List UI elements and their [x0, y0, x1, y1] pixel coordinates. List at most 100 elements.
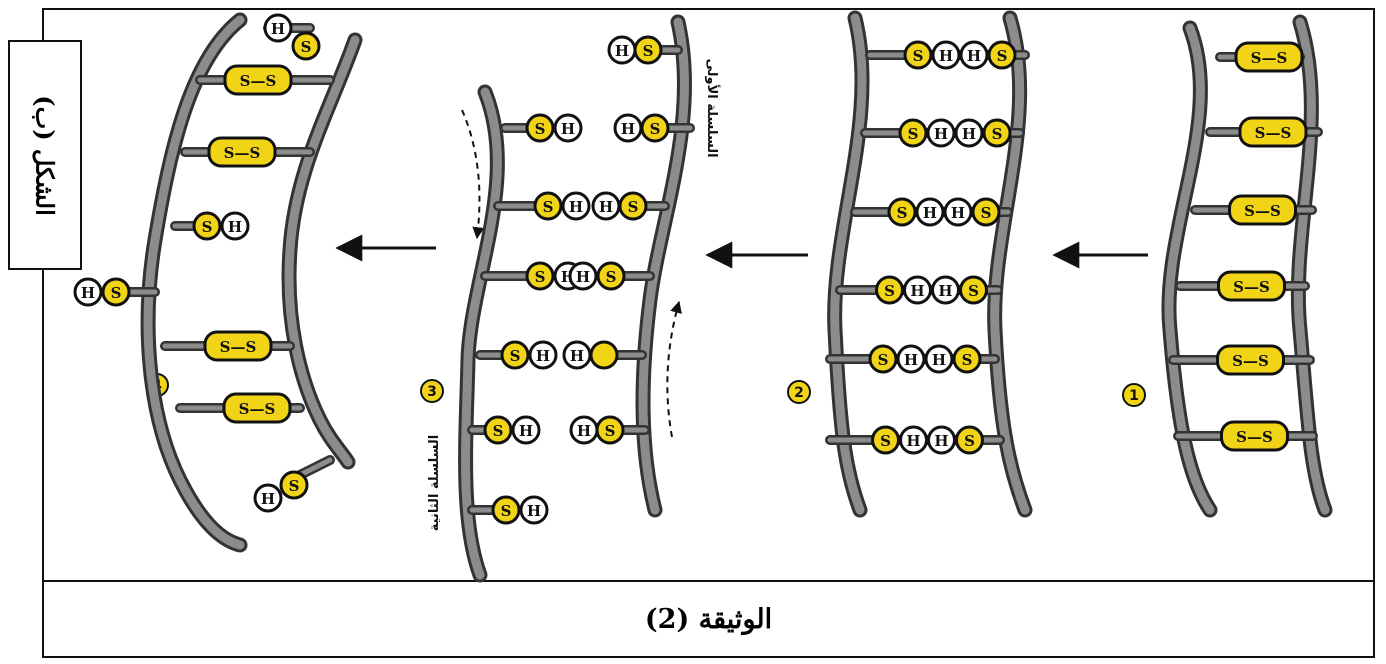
- hydrogen-atom: [924, 344, 954, 374]
- sulfur-atom: [887, 197, 917, 227]
- disulfide-bond: [1217, 270, 1286, 302]
- hydrogen-atom-label: H: [228, 218, 242, 236]
- hydrogen-atom: [931, 40, 961, 70]
- stage-4-left-backbone: [140, 12, 248, 553]
- sulfur-atom-label: S: [606, 268, 617, 286]
- sulfur-atom: [491, 495, 521, 525]
- hydrogen-atom-label: H: [938, 282, 952, 300]
- sulfur-atom: [871, 425, 900, 455]
- figure-label-box: الشكل (ب): [8, 40, 82, 270]
- sulfur-atom: [971, 197, 1001, 227]
- sulfur-atom: [596, 261, 626, 291]
- sulfur-atom-label: S: [992, 125, 1003, 143]
- hydrogen-atom: [915, 197, 945, 227]
- stage-2-left-backbone-inner: [830, 13, 867, 515]
- sulfur-atom-label: S: [510, 347, 521, 365]
- sulfur-atom: [875, 275, 904, 305]
- disulfide-bond-label: S—S: [240, 72, 277, 90]
- sulfur-atom: [291, 31, 321, 61]
- hydrogen-atom-label: H: [951, 204, 965, 222]
- sulfur-atom-label: S: [650, 120, 661, 138]
- stage-3-left-backbone-inner: [461, 87, 502, 580]
- hydrogen-atom-label: H: [519, 422, 533, 440]
- hydrogen-atom-label: H: [934, 125, 948, 143]
- sulfur-atom-label: S: [501, 502, 512, 520]
- step-number-2: 2: [787, 380, 811, 404]
- sulfur-atom: [192, 211, 222, 241]
- stage-3-right-backbone: [635, 14, 692, 518]
- sulfur-atom-label: S: [913, 47, 924, 65]
- hydrogen-atom: [73, 277, 103, 307]
- hydrogen-atom-label: H: [932, 351, 946, 369]
- step-number-1-text: 1: [1129, 388, 1139, 404]
- hydrogen-atom: [926, 118, 956, 148]
- sulfur-atom-label: S: [643, 42, 654, 60]
- hydrogen-atom-label: H: [569, 198, 583, 216]
- disulfide-bond: [1238, 116, 1308, 148]
- stage-2-right-backbone-inner: [990, 13, 1030, 515]
- sulfur-atom-label: S: [968, 282, 979, 300]
- sulfur-atom-label: S: [605, 422, 616, 440]
- hydrogen-atom-label: H: [906, 432, 920, 450]
- hydrogen-atom: [553, 113, 583, 143]
- hydrogen-atom: [561, 191, 591, 221]
- hydrogen-atom: [931, 275, 960, 305]
- sulfur-atom: [595, 415, 625, 445]
- caption-divider: [42, 580, 1375, 582]
- hydrogen-atom: [959, 40, 989, 70]
- sulfur-atom: [618, 191, 648, 221]
- hydrogen-atom-label: H: [615, 42, 629, 60]
- hydrogen-atom-label: H: [939, 47, 953, 65]
- sulfur-atom-label: S: [543, 198, 554, 216]
- stage-4-sh-rung-bottom-inner: [297, 457, 333, 478]
- sulfur-atom-label: S: [897, 204, 908, 222]
- sulfur-atom: [898, 118, 928, 148]
- hydrogen-atom-label: H: [962, 125, 976, 143]
- stage-3-right-backbone-inner: [638, 17, 689, 515]
- disulfide-bond: [1228, 194, 1297, 226]
- disulfide-bond-label: S—S: [1251, 49, 1288, 67]
- hydrogen-atom-label: H: [934, 432, 948, 450]
- disulfide-bond: [1220, 420, 1289, 452]
- disulfide-bond: [1216, 344, 1285, 376]
- sulfur-atom-label: S: [997, 47, 1008, 65]
- sulfur-atom: [500, 340, 530, 370]
- sulfur-atom: [987, 40, 1017, 70]
- stage-1-left-backbone-inner: [1164, 23, 1215, 515]
- sulfur-atom-label: S: [962, 351, 973, 369]
- sulfur-atom-label: S: [202, 218, 213, 236]
- sulfur-atom-label: S: [493, 422, 504, 440]
- hydrogen-atom-label: H: [576, 268, 590, 286]
- sulfur-atom-label: S: [880, 432, 891, 450]
- disulfide-bond-label: S—S: [1255, 124, 1292, 142]
- sulfur-atom: [868, 344, 898, 374]
- sulfur-atom: [903, 40, 933, 70]
- ladder-stage-1: S—SS—SS—SS—SS—SS—S: [1161, 14, 1333, 518]
- step-number-2-text: 2: [794, 385, 804, 401]
- disulfide-bond: [223, 64, 293, 96]
- sulfur-atom: [533, 191, 563, 221]
- sulfur-atom: [633, 35, 663, 65]
- hydrogen-atom: [899, 425, 928, 455]
- sulfur-atom-label: S: [628, 198, 639, 216]
- hydrogen-atom: [263, 13, 293, 43]
- stage-4-right-backbone: [281, 32, 363, 470]
- hydrogen-atom: [220, 211, 250, 241]
- step-number-3-text: 3: [427, 384, 437, 400]
- sulfur-atom: [959, 275, 988, 305]
- sulfur-atom: [955, 425, 984, 455]
- disulfide-bond-label: S—S: [224, 144, 261, 162]
- hydrogen-atom: [903, 275, 932, 305]
- hydrogen-atom-label: H: [621, 120, 635, 138]
- hydrogen-atom-label: H: [261, 490, 275, 508]
- stage-4-right-backbone-inner: [284, 35, 360, 467]
- sulfur-atom-label: S: [884, 282, 895, 300]
- disulfide-bond-label: S—S: [1232, 352, 1269, 370]
- hydrogen-atom: [511, 415, 541, 445]
- sulfur-atom-label: S: [964, 432, 975, 450]
- disulfide-bond-label: S—S: [1244, 202, 1281, 220]
